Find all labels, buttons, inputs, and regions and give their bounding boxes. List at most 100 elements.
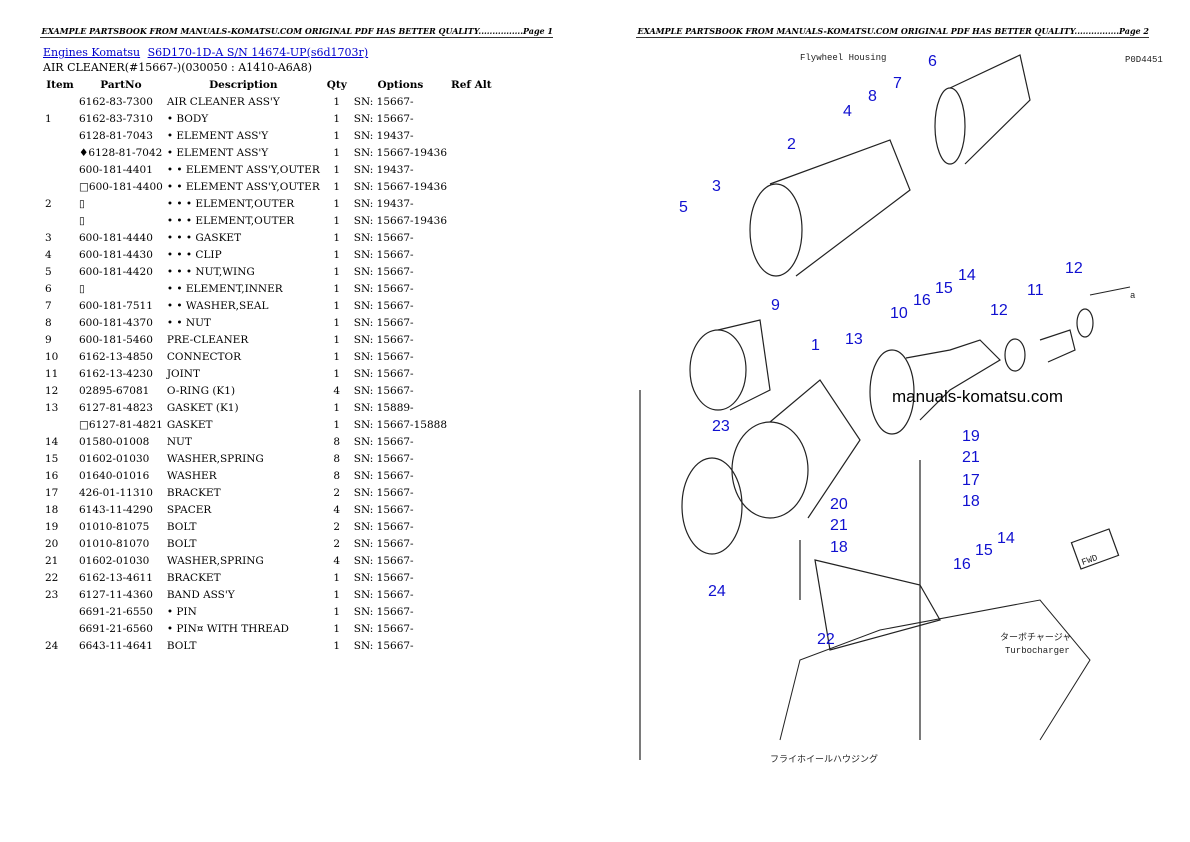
description-cell: AIR CLEANER ASS'Y <box>166 95 280 108</box>
callout-number: 6 <box>928 53 937 70</box>
description-cell: • • • NUT,WING <box>166 265 255 278</box>
callout-number: 23 <box>712 418 730 435</box>
item-cell: 13 <box>45 401 59 414</box>
column-header: Options <box>377 78 424 91</box>
column-header: Description <box>209 78 278 91</box>
part-no-cell: 600-181-4430 <box>79 248 153 261</box>
qty-cell: 1 <box>333 299 341 312</box>
options-cell: SN: 15667- <box>353 503 414 516</box>
description-cell: WASHER <box>166 469 217 482</box>
options-cell: SN: 15667- <box>353 299 414 312</box>
description-cell: BAND ASS'Y <box>166 588 235 601</box>
description-cell: • ELEMENT ASS'Y <box>166 129 269 142</box>
part-no-cell: 01602-01030 <box>79 452 150 465</box>
part-no-cell: 600-181-4401 <box>79 163 153 176</box>
options-cell: SN: 15667- <box>353 537 414 550</box>
options-cell: SN: 15667-19436 <box>353 146 447 159</box>
qty-cell: 1 <box>333 95 341 108</box>
callout-number: 14 <box>958 267 976 284</box>
qty-cell: 1 <box>333 639 341 652</box>
options-cell: SN: 15667- <box>353 282 414 295</box>
item-cell: 15 <box>45 452 59 465</box>
qty-cell: 4 <box>333 503 341 516</box>
item-cell <box>43 144 77 161</box>
description-cell: • PIN¤ WITH THREAD <box>166 622 289 635</box>
options-cell: SN: 15667- <box>353 333 414 346</box>
fwd-label: FWD <box>1080 553 1099 568</box>
reference-a-label: a <box>1130 291 1136 301</box>
callout-number: 11 <box>1027 282 1044 299</box>
part-no-cell: 01010-81075 <box>79 520 150 533</box>
options-cell: SN: 15667-19436 <box>353 180 447 193</box>
description-cell: BOLT <box>166 639 197 652</box>
item-cell: 9 <box>45 333 52 346</box>
callout-number: 9 <box>771 297 780 314</box>
options-cell: SN: 15667- <box>353 520 414 533</box>
callout-number: 15 <box>975 542 993 559</box>
options-cell: SN: 15667- <box>353 469 414 482</box>
options-cell: SN: 15667- <box>353 112 414 125</box>
breadcrumb-link-model[interactable]: S6D170-1D-A S/N 14674-UP(s6d1703r) <box>147 46 369 59</box>
description-cell: WASHER,SPRING <box>166 452 264 465</box>
description-cell: GASKET <box>166 418 213 431</box>
part-no-cell: 6127-81-4823 <box>79 401 153 414</box>
page-1-header: EXAMPLE PARTSBOOK FROM MANUALS-KOMATSU.C… <box>40 26 553 38</box>
qty-cell: 8 <box>333 435 341 448</box>
callout-number: 2 <box>787 136 796 153</box>
callout-number: 10 <box>890 305 908 322</box>
part-no-cell: 600-181-5460 <box>79 333 153 346</box>
options-cell: SN: 15667- <box>353 316 414 329</box>
item-cell: 16 <box>45 469 59 482</box>
description-cell: • BODY <box>166 112 209 125</box>
callout-number: 20 <box>830 496 848 513</box>
part-no-cell: □600-181-4400 <box>79 180 163 193</box>
part-no-cell: 426-01-11310 <box>79 486 153 499</box>
turbocharger-jp-label: ターボチャージャ <box>1000 632 1071 643</box>
item-cell: 19 <box>45 520 59 533</box>
options-cell: SN: 15667- <box>353 588 414 601</box>
callout-number: 5 <box>679 199 688 216</box>
item-cell: 12 <box>45 384 59 397</box>
description-cell: JOINT <box>166 367 200 380</box>
item-cell: 21 <box>45 554 59 567</box>
qty-cell: 2 <box>333 486 341 499</box>
item-cell: 5 <box>45 265 52 278</box>
description-cell: BRACKET <box>166 571 221 584</box>
options-cell: SN: 15667- <box>353 95 414 108</box>
qty-cell: 4 <box>333 384 341 397</box>
watermark: manuals-komatsu.com <box>892 387 1063 406</box>
qty-cell: 1 <box>333 282 341 295</box>
qty-cell: 2 <box>333 520 341 533</box>
options-cell: SN: 15667- <box>353 554 414 567</box>
description-cell: • PIN <box>166 605 197 618</box>
part-no-cell: 01010-81070 <box>79 537 150 550</box>
description-cell: • • • ELEMENT,OUTER <box>166 197 295 210</box>
parts-diagram: Flywheel Housing P0D4451 manuals-komatsu… <box>639 53 1163 765</box>
part-no-cell: 6143-11-4290 <box>79 503 153 516</box>
item-cell: 10 <box>45 350 59 363</box>
page-title: AIR CLEANER(#15667-)(030050 : A1410-A6A8… <box>43 61 313 74</box>
qty-cell: 1 <box>333 129 341 142</box>
description-cell: PRE-CLEANER <box>166 333 249 346</box>
item-cell: 11 <box>45 367 59 380</box>
breadcrumb-link-engines[interactable]: Engines Komatsu <box>43 46 141 59</box>
qty-cell: 1 <box>333 248 341 261</box>
item-cell <box>43 127 77 144</box>
part-no-cell: 01640-01016 <box>79 469 150 482</box>
callout-number: 8 <box>868 88 877 105</box>
